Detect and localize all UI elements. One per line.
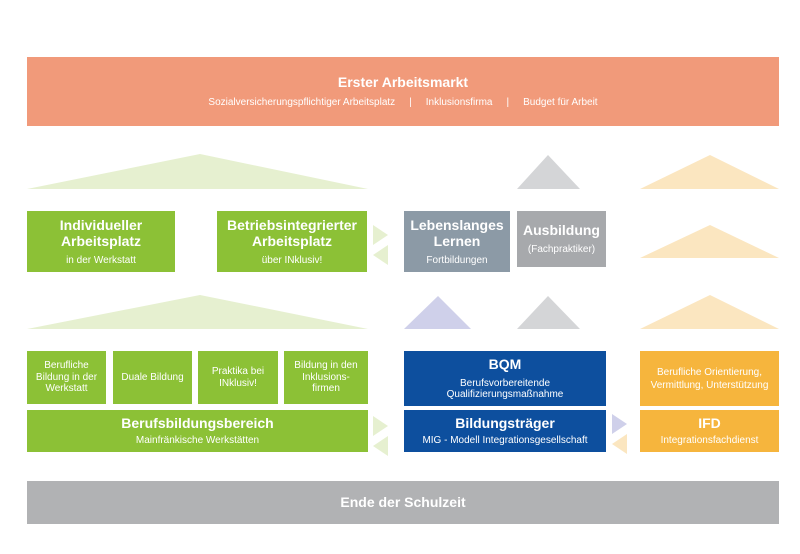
labor-market-item: Inklusionsfirma bbox=[425, 97, 493, 109]
apprenticeship-subtitle: (Fachpraktiker) bbox=[527, 244, 596, 256]
career-orientation-box: Berufliche Orientierung, Vermittlung, Un… bbox=[640, 351, 779, 406]
arrow-left-green-upper bbox=[373, 245, 388, 265]
apprenticeship-box: Ausbildung (Fachpraktiker) bbox=[517, 211, 606, 267]
ifd-title: IFD bbox=[698, 415, 721, 432]
vocational-training-title: Berufsbildungsbereich bbox=[121, 415, 274, 432]
apprenticeship-title: Ausbildung bbox=[523, 222, 600, 239]
labor-market-separator: | bbox=[409, 97, 412, 109]
training-tile: Praktika bei INklusiv! bbox=[198, 351, 278, 404]
labor-market-item: Budget für Arbeit bbox=[523, 97, 598, 109]
training-tile: Berufliche Bildung in der Werkstatt bbox=[27, 351, 106, 404]
bqm-title: BQM bbox=[488, 356, 522, 373]
arrow-right-lavender bbox=[612, 414, 627, 434]
training-tile-label: Berufliche Bildung in der Werkstatt bbox=[35, 360, 98, 395]
individual-workplace-subtitle: in der Werkstatt bbox=[66, 254, 136, 266]
ifd-box: IFD Integrationsfachdienst bbox=[640, 410, 779, 452]
bqm-subtitle: Berufsvorbereitende Qualifizierungsmaßna… bbox=[446, 377, 564, 401]
triangle-green-upper bbox=[27, 154, 368, 189]
arrow-right-green-lower bbox=[373, 416, 388, 436]
school-end-bar: Ende der Schulzeit bbox=[27, 481, 779, 524]
triangle-lavender-lower bbox=[404, 296, 471, 329]
triangle-yellow-lower bbox=[640, 295, 779, 329]
training-tile-label: Bildung in den Inklusions-firmen bbox=[294, 360, 358, 395]
vocational-training-box: Berufsbildungsbereich Mainfränkische Wer… bbox=[27, 410, 368, 452]
ifd-subtitle: Integrationsfachdienst bbox=[660, 435, 759, 447]
labor-market-item: Sozialversicherungspflichtiger Arbeitspl… bbox=[208, 97, 396, 109]
arrow-left-green-lower bbox=[373, 436, 388, 456]
vocational-training-subtitle: Mainfränkische Werkstätten bbox=[135, 435, 260, 447]
education-provider-subtitle: MIG - Modell Integrationsgesellschaft bbox=[422, 435, 588, 447]
education-provider-title: Bildungsträger bbox=[455, 415, 555, 432]
triangle-gray-upper bbox=[517, 155, 580, 189]
triangle-yellow-upper-2 bbox=[640, 225, 779, 258]
integrated-workplace-box: Betriebsintegrierter Arbeitsplatz über I… bbox=[217, 211, 367, 272]
individual-workplace-title: Individueller Arbeitsplatz bbox=[59, 216, 143, 249]
integrated-workplace-title: Betriebsintegrierter Arbeitsplatz bbox=[227, 216, 357, 249]
labor-market-separator: | bbox=[506, 97, 510, 109]
integrated-workplace-subtitle: über INklusiv! bbox=[261, 254, 323, 266]
labor-market-items: Sozialversicherungspflichtiger Arbeitspl… bbox=[208, 97, 597, 109]
career-orientation-label: Berufliche Orientierung, Vermittlung, Un… bbox=[650, 366, 769, 391]
training-tile: Duale Bildung bbox=[113, 351, 192, 404]
school-end-title: Ende der Schulzeit bbox=[340, 494, 466, 511]
training-tile-label: Praktika bei INklusiv! bbox=[211, 366, 265, 389]
triangle-green-lower bbox=[27, 295, 368, 329]
lifelong-learning-title: Lebenslanges Lernen bbox=[410, 216, 504, 249]
lifelong-learning-subtitle: Fortbildungen bbox=[426, 254, 488, 266]
labor-market-banner: Erster Arbeitsmarkt Sozialversicherungsp… bbox=[27, 57, 779, 126]
triangle-yellow-upper-1 bbox=[640, 155, 779, 189]
triangle-gray-lower bbox=[517, 296, 580, 329]
arrow-left-yellow bbox=[612, 434, 627, 454]
training-tile-label: Duale Bildung bbox=[121, 371, 184, 383]
labor-market-title: Erster Arbeitsmarkt bbox=[337, 74, 469, 91]
lifelong-learning-box: Lebenslanges Lernen Fortbildungen bbox=[404, 211, 510, 272]
individual-workplace-box: Individueller Arbeitsplatz in der Werkst… bbox=[27, 211, 175, 272]
arrow-right-green-upper bbox=[373, 225, 388, 245]
bqm-box: BQM Berufsvorbereitende Qualifizierungsm… bbox=[404, 351, 606, 406]
training-tile: Bildung in den Inklusions-firmen bbox=[284, 351, 368, 404]
education-provider-box: Bildungsträger MIG - Modell Integrations… bbox=[404, 410, 606, 452]
